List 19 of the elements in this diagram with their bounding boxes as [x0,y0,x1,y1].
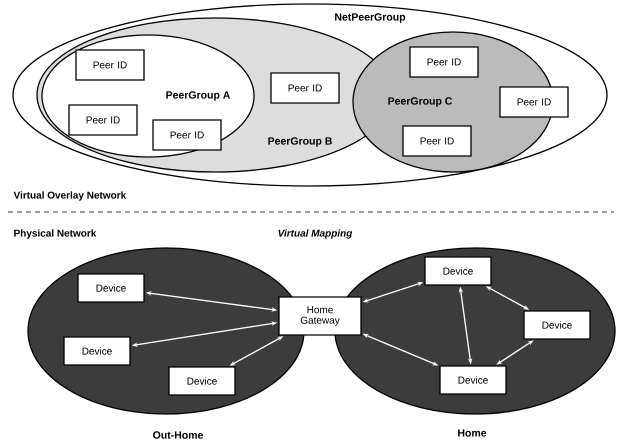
label-box: Peer ID [499,86,569,118]
label-box: Device [424,256,492,286]
label-box: Device [168,366,236,396]
label-box: Peer ID [409,46,479,78]
label-box: Device [439,365,507,395]
section-label: Virtual Mapping [278,229,352,239]
label-box: Peer ID [75,49,145,81]
label-box: Device [63,336,131,366]
label-box: Peer ID [152,119,222,151]
node-label: Out-Home [153,431,204,439]
label-box: Device [523,310,591,340]
label-box: Home Gateway [278,296,362,336]
label-box: Peer ID [270,72,340,104]
label-box: Peer ID [402,125,472,157]
section-label: Physical Network [14,229,96,239]
label-box: Peer ID [68,104,138,136]
node-label: Home [458,429,486,437]
label-box: Device [77,273,145,303]
section-label: Virtual Overlay Network [14,191,126,201]
